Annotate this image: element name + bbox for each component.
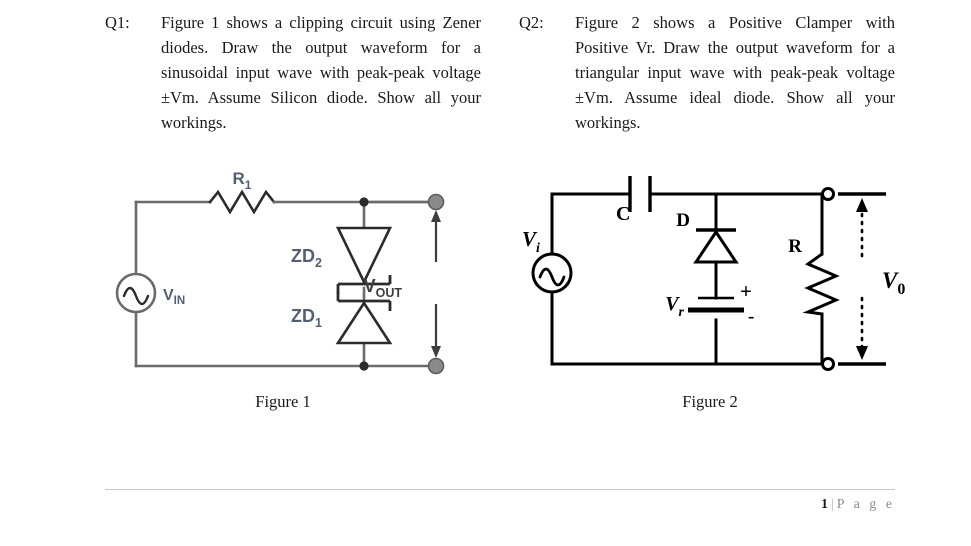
footer-page-label: P a g e [836, 497, 895, 512]
fig2-label-diode: D [676, 210, 690, 231]
fig2-resistor-symbol [802, 252, 840, 316]
fig2-label-battery-plus: + [740, 279, 752, 303]
fig1-label-zener-bottom: ZD1 [291, 306, 322, 330]
fig1-output-terminal-bottom [427, 357, 445, 375]
fig1-junction-dot-top [359, 197, 369, 207]
figure-2-circuit-diagram: Vi C D R Vr + - V0 [522, 176, 905, 371]
fig1-junction-dot-bottom [359, 361, 369, 371]
fig1-ac-source-symbol [115, 272, 157, 314]
fig2-label-battery-minus: - [748, 306, 754, 327]
figure-1-caption: Figure 1 [255, 392, 311, 411]
fig2-label-capacitor: C [616, 203, 630, 225]
question-tag-q1: Q1: [105, 13, 130, 32]
fig1-label-source: VIN [163, 287, 185, 307]
fig1-label-output: VOUT [364, 276, 403, 300]
fig2-ac-source-symbol [531, 252, 573, 294]
figures-section: R1 VIN ZD2 ZD1 VOUT Figur [0, 169, 971, 420]
question-item-q2: Q2: Figure 2 shows a Positive Clamper wi… [519, 10, 895, 135]
fig2-output-terminals [821, 187, 886, 371]
fig2-battery-symbol [688, 296, 744, 313]
fig2-diode-symbol [693, 228, 739, 264]
fig2-vo-measurement-arrow [856, 198, 868, 360]
footer-page-number: 1 [820, 497, 828, 512]
fig2-label-resistor: R [788, 236, 802, 257]
question-item-q1: Q1: Figure 1 shows a clipping circuit us… [105, 10, 481, 135]
fig1-output-terminal-top [427, 193, 445, 211]
fig1-label-zener-top: ZD2 [291, 246, 322, 270]
fig2-wires [550, 192, 824, 366]
fig1-zener-diode-zd1-symbol [335, 292, 393, 345]
question-tag-q2: Q2: [519, 13, 544, 32]
fig1-label-resistor: R1 [233, 169, 252, 192]
question-text-q1: Figure 1 shows a clipping circuit using … [161, 13, 481, 132]
figure-2: Vi C D R Vr + - V0 [520, 170, 920, 420]
question-text-q2: Figure 2 shows a Positive Clamper with P… [575, 13, 895, 132]
fig2-capacitor-symbol [628, 176, 652, 212]
fig2-label-source: Vi [522, 227, 540, 256]
questions-section: Q1: Figure 1 shows a clipping circuit us… [105, 10, 895, 135]
fig1-vout-measurement-arrow [431, 210, 441, 358]
figure-1-circuit-diagram: R1 VIN ZD2 ZD1 VOUT [115, 169, 445, 375]
footer-divider [105, 489, 895, 490]
fig2-label-battery: Vr [665, 293, 684, 320]
figure-1: R1 VIN ZD2 ZD1 VOUT Figur [110, 169, 480, 420]
page-footer: 1|P a g e [821, 497, 895, 513]
fig1-wires [134, 189, 438, 368]
footer-separator: | [830, 497, 834, 512]
fig2-label-output: V0 [882, 268, 905, 298]
figure-2-caption: Figure 2 [682, 392, 738, 411]
fig1-zener-diode-zd2-symbol [335, 226, 393, 294]
